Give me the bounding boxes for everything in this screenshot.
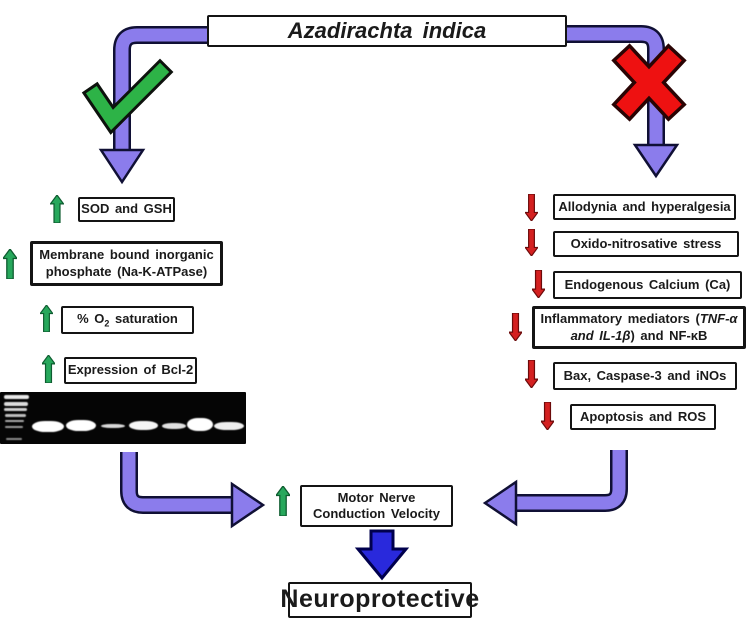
box-o2-saturation: % O2 saturation xyxy=(61,306,194,334)
gel-band xyxy=(66,420,96,431)
box-label: Oxido-nitrosative stress xyxy=(570,235,722,251)
box-inflammatory-mediators: Inflammatory mediators (TNF-α and IL-1β)… xyxy=(532,306,746,349)
box-label: Endogenous Calcium (Ca) xyxy=(564,276,731,292)
box-label: Membrane bound inorganic phosphate (Na-K… xyxy=(39,247,214,279)
up-arrow-icon xyxy=(50,195,64,223)
checkmark-icon xyxy=(81,58,174,135)
down-arrow-icon xyxy=(541,402,554,430)
gel-band xyxy=(129,421,158,430)
up-arrow-icon xyxy=(3,249,17,279)
box-label: % O2 saturation xyxy=(77,310,178,329)
flow-arrow-bottom-right xyxy=(482,450,628,527)
flow-arrow-bottom-left xyxy=(120,452,266,529)
gel-band xyxy=(32,421,64,432)
down-arrow-icon xyxy=(525,360,538,388)
box-allodynia: Allodynia and hyperalgesia xyxy=(553,194,736,220)
box-apoptosis-ros: Apoptosis and ROS xyxy=(570,404,716,430)
box-neuroprotective: Neuroprotective xyxy=(280,582,479,618)
box-label: Inflammatory mediators (TNF-α and IL-1β)… xyxy=(540,311,738,343)
box-bax-caspase-inos: Bax, Caspase-3 and iNOs xyxy=(553,362,737,390)
gel-band xyxy=(101,424,125,428)
cross-icon xyxy=(611,43,687,122)
result-arrow-icon xyxy=(354,529,410,581)
flow-arrow-left xyxy=(98,26,210,185)
box-oxido-nitrosative: Oxido-nitrosative stress xyxy=(553,231,739,257)
box-label: Expression of Bcl-2 xyxy=(67,362,194,378)
down-arrow-icon xyxy=(525,194,538,221)
title-box: Azadirachta indica xyxy=(207,15,567,47)
gel-band xyxy=(187,418,213,431)
box-membrane-phosphate: Membrane bound inorganic phosphate (Na-K… xyxy=(30,241,223,286)
gel-band xyxy=(162,423,186,429)
title-label: Azadirachta indica xyxy=(287,18,487,44)
box-label: Allodynia and hyperalgesia xyxy=(558,198,731,214)
box-label: Apoptosis and ROS xyxy=(579,408,707,424)
box-label: Neuroprotective xyxy=(280,585,480,614)
box-label: Motor Nerve Conduction Velocity xyxy=(313,489,440,521)
gel-electrophoresis-image xyxy=(0,392,246,444)
box-label: SOD and GSH xyxy=(81,201,172,217)
box-endogenous-calcium: Endogenous Calcium (Ca) xyxy=(553,271,742,299)
up-arrow-icon xyxy=(42,355,55,383)
down-arrow-icon xyxy=(509,313,522,341)
flow-arrow-right xyxy=(565,25,680,179)
up-arrow-icon xyxy=(40,305,53,332)
down-arrow-icon xyxy=(532,270,545,298)
box-label: Bax, Caspase-3 and iNOs xyxy=(563,367,727,383)
up-arrow-icon xyxy=(276,486,290,516)
box-bcl2-expression: Expression of Bcl-2 xyxy=(64,357,197,384)
box-sod-gsh: SOD and GSH xyxy=(78,197,175,222)
down-arrow-icon xyxy=(525,229,538,256)
gel-band xyxy=(214,422,244,430)
box-motor-nerve-conduction-velocity: Motor Nerve Conduction Velocity xyxy=(300,485,453,527)
